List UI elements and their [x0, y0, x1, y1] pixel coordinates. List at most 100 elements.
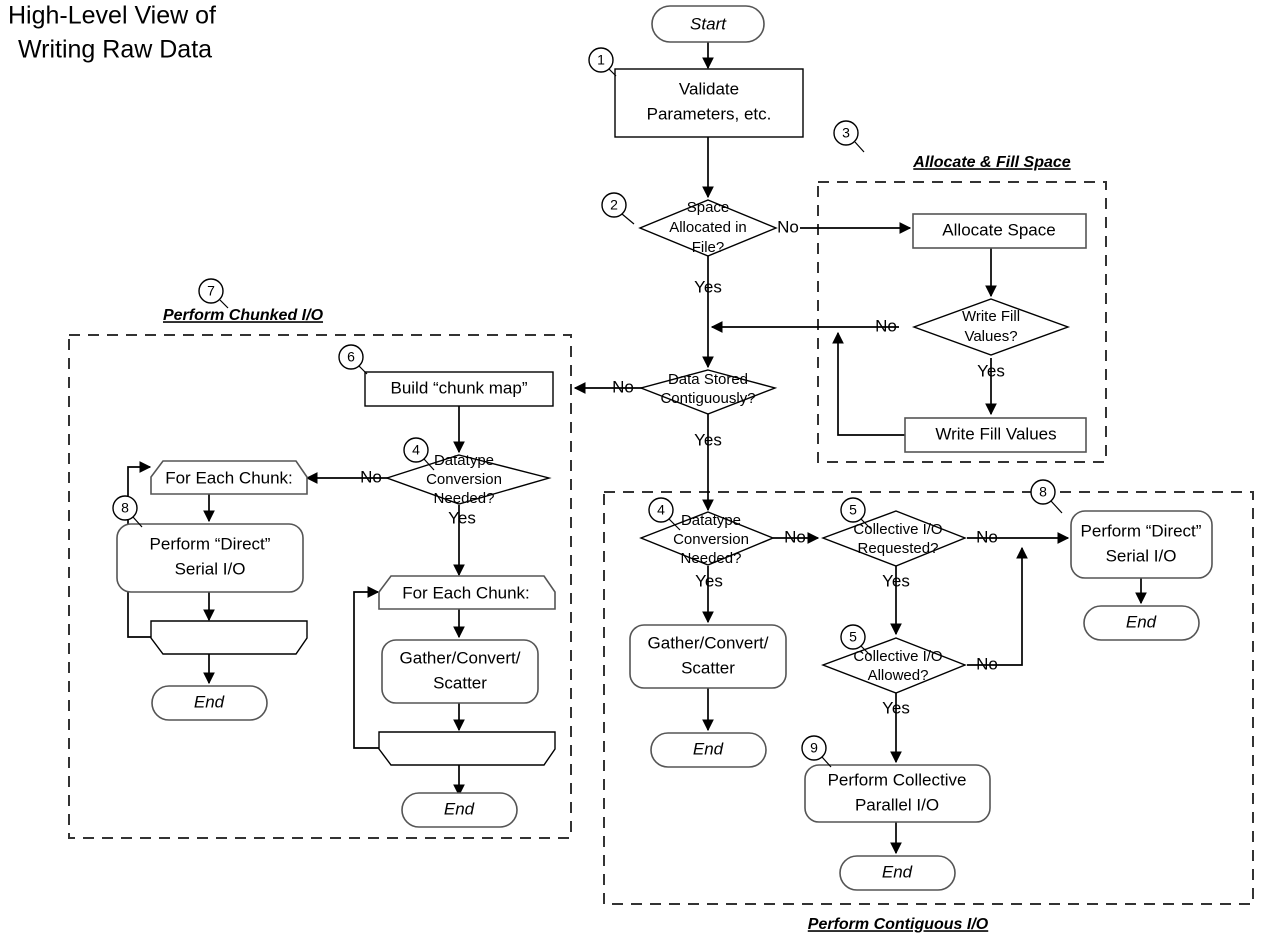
edge-label-space-alloc-no: No: [777, 217, 799, 236]
node-write-fill-values-box-shape[interactable]: [904, 417, 1087, 453]
node-write-fill-values[interactable]: Write Fill Values: [904, 417, 1087, 453]
group-chunked-io-label: Perform Chunked I/O: [163, 307, 324, 324]
node-gcs-contiguous-line1: Gather/Convert/: [648, 633, 769, 652]
marker-7-leader: [219, 299, 229, 309]
node-write-fill-values-shape[interactable]: [911, 298, 1071, 356]
node-chunk-datatype-conversion-shape[interactable]: [384, 454, 552, 505]
node-end-collective[interactable]: End: [839, 855, 956, 891]
node-gather-convert-scatter-chunked-shape[interactable]: [381, 639, 539, 704]
node-loop-a-for-each-chunk-shape[interactable]: [150, 460, 308, 495]
node-perform-collective-parallel-io-shape[interactable]: [804, 764, 991, 823]
node-loop-a-end[interactable]: [150, 620, 308, 655]
node-allocate-space-shape[interactable]: [912, 213, 1087, 249]
node-cont-datatype-conv-line1: Datatype: [681, 512, 741, 529]
marker-5-requested-circle: [840, 497, 866, 523]
group-contiguous-io-border: [603, 491, 1254, 905]
node-end-collective-shape[interactable]: [839, 855, 956, 891]
marker-4-cont-circle: [648, 497, 674, 523]
marker-4-chunk-leader: [423, 458, 435, 471]
edge-label-chunk-conv-yes: Yes: [448, 508, 476, 527]
group-allocate-fill-space-border: [817, 181, 1107, 463]
node-gcs-contiguous-line2: Scatter: [681, 658, 735, 677]
node-loop-b-end-shape[interactable]: [378, 731, 556, 766]
node-write-fill-values-box-label: Write Fill Values: [935, 424, 1056, 443]
node-allocate-space-label: Allocate Space: [942, 220, 1055, 239]
marker-3-leader: [854, 141, 865, 153]
edge-label-write-fill-yes: Yes: [977, 361, 1005, 380]
node-allocate-space[interactable]: Allocate Space: [912, 213, 1087, 249]
node-cont-datatype-conversion-shape[interactable]: [639, 511, 775, 566]
marker-5-allowed-circle: [840, 624, 866, 650]
node-chunk-datatype-conversion-decision[interactable]: Datatype Conversion Needed? 4 No Yes: [360, 437, 552, 527]
node-collective-io-requested-decision[interactable]: Collective I/O Requested? 5 No Yes: [821, 497, 998, 590]
node-loop-b-end[interactable]: [378, 731, 556, 766]
group-chunked-io: Perform Chunked I/O 7: [68, 278, 572, 839]
node-direct-serial-contiguous-line1: Perform “Direct”: [1081, 521, 1202, 540]
node-perform-direct-serial-io-contiguous[interactable]: Perform “Direct” Serial I/O 8: [1030, 479, 1213, 579]
node-end-contiguous-direct[interactable]: End: [1083, 605, 1200, 641]
node-end-contiguous-gcs-shape[interactable]: [650, 732, 767, 768]
edge-label-data-contig-no: No: [612, 377, 634, 396]
edge-loopbend-loopback: [353, 586, 382, 749]
node-end-chunked-gcs[interactable]: End: [401, 792, 518, 828]
node-write-fill-values-decision[interactable]: Write Fill Values? No Yes: [875, 298, 1071, 380]
marker-8-chunked-circle: [112, 495, 138, 521]
node-end-chunked-direct-shape[interactable]: [151, 685, 268, 721]
node-space-allocated-line3: File?: [692, 239, 725, 256]
node-loop-a-for-each-chunk[interactable]: For Each Chunk:: [150, 460, 308, 495]
node-end-chunked-gcs-shape[interactable]: [401, 792, 518, 828]
node-end-contiguous-direct-shape[interactable]: [1083, 605, 1200, 641]
marker-5-allowed-label: 5: [849, 629, 857, 645]
group-allocate-fill-space: Allocate & Fill Space 3: [817, 120, 1107, 463]
marker-2-label: 2: [610, 197, 618, 213]
flow-connectors: [127, 42, 1147, 855]
node-perform-direct-serial-io-contiguous-shape[interactable]: [1070, 510, 1213, 579]
node-build-chunk-map-label: Build “chunk map”: [390, 378, 527, 397]
node-coll-allowed-line2: Allowed?: [868, 667, 929, 684]
marker-8-chunked-label: 8: [121, 500, 129, 516]
node-loop-b-for-each-chunk[interactable]: For Each Chunk:: [378, 575, 556, 610]
node-collective-io-allowed-shape[interactable]: [821, 637, 967, 694]
node-space-allocated-shape[interactable]: [638, 199, 778, 257]
marker-5-requested-leader: [860, 518, 872, 530]
marker-9-circle: [801, 735, 827, 761]
edge-label-chunk-conv-no: No: [360, 467, 382, 486]
node-perform-direct-serial-io-chunked[interactable]: Perform “Direct” Serial I/O 8: [112, 495, 304, 593]
edge-label-space-alloc-yes: Yes: [694, 277, 722, 296]
node-end-contiguous-gcs[interactable]: End: [650, 732, 767, 768]
edge-label-coll-allow-yes: Yes: [882, 698, 910, 717]
edge-label-coll-allow-no: No: [976, 654, 998, 673]
node-gather-convert-scatter-contiguous-shape[interactable]: [629, 624, 787, 689]
marker-2-circle: [601, 192, 627, 218]
group-allocate-fill-space-label: Allocate & Fill Space: [912, 154, 1070, 171]
node-space-allocated-decision[interactable]: Space Allocated in File? 2 No Yes: [601, 192, 799, 296]
page-title: High-Level View of Writing Raw Data: [8, 2, 216, 64]
node-end-collective-label: End: [882, 862, 913, 881]
node-perform-direct-serial-io-chunked-shape[interactable]: [116, 523, 304, 593]
node-build-chunk-map[interactable]: Build “chunk map” 6: [338, 344, 554, 407]
node-perform-collective-parallel-io[interactable]: Perform Collective Parallel I/O 9: [801, 735, 991, 823]
node-gather-convert-scatter-chunked[interactable]: Gather/Convert/ Scatter: [381, 639, 539, 704]
node-start-shape[interactable]: [651, 5, 765, 43]
node-data-contiguous-decision[interactable]: Data Stored Contiguously? No Yes: [612, 369, 778, 449]
node-build-chunk-map-shape[interactable]: [364, 371, 554, 407]
node-loop-a-end-shape[interactable]: [150, 620, 308, 655]
marker-2-leader: [621, 213, 635, 225]
node-end-contiguous-direct-label: End: [1126, 612, 1157, 631]
node-collective-io-requested-shape[interactable]: [821, 510, 967, 567]
node-gcs-chunked-line2: Scatter: [433, 673, 487, 692]
group-contiguous-io-label: Perform Contiguous I/O: [808, 916, 989, 933]
node-start[interactable]: Start: [651, 5, 765, 43]
node-loop-b-for-each-chunk-shape[interactable]: [378, 575, 556, 610]
marker-1-label: 1: [597, 52, 605, 68]
node-cont-datatype-conversion-decision[interactable]: Datatype Conversion Needed? 4 No Yes: [639, 497, 806, 590]
node-end-chunked-direct[interactable]: End: [151, 685, 268, 721]
node-collective-io-allowed-decision[interactable]: Collective I/O Allowed? 5 No Yes: [821, 624, 998, 717]
node-gather-convert-scatter-contiguous[interactable]: Gather/Convert/ Scatter: [629, 624, 787, 689]
node-validate-parameters-shape[interactable]: [614, 68, 804, 138]
marker-8-contiguous-leader: [1050, 500, 1063, 514]
node-collective-parallel-line1: Perform Collective: [828, 770, 967, 789]
edge-writefill-loopback: [832, 331, 906, 436]
node-validate-parameters[interactable]: Validate Parameters, etc. 1: [588, 47, 804, 138]
node-data-contiguous-shape[interactable]: [638, 369, 778, 415]
